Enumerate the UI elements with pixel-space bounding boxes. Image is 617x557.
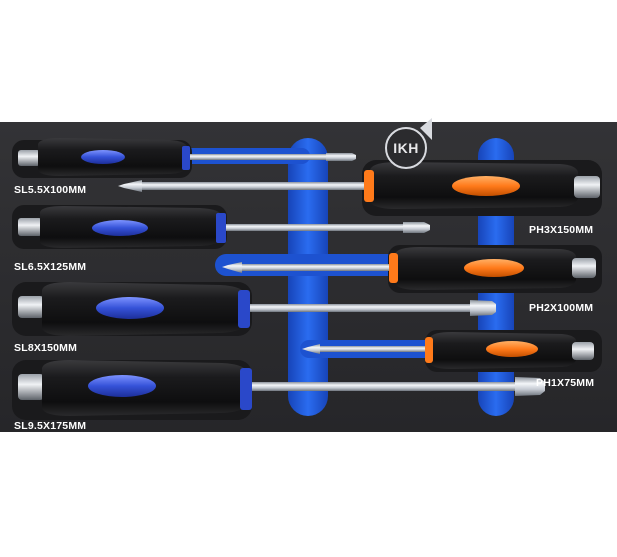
label-sl5-5x100: SL5.5X100MM: [14, 184, 87, 196]
brand-logo: [385, 118, 432, 169]
screwdriver-sl6-5x125: [18, 206, 430, 248]
screwdriver-sl5-5x100: [18, 138, 356, 176]
label-sl9-5x175: SL9.5X175MM: [14, 420, 87, 432]
screwdriver-ph3x150: [118, 162, 600, 209]
label-sl6-5x125: SL6.5X125MM: [14, 261, 87, 273]
screwdriver-ph2x100: [222, 247, 596, 290]
label-ph1x75: PH1X75MM: [536, 377, 595, 389]
screwdriver-sl8x150: [18, 282, 496, 336]
brand-logo-text: IKH: [393, 140, 419, 156]
screwdriver-ph1x75: [302, 332, 594, 369]
label-ph2x100: PH2X100MM: [529, 302, 594, 314]
screwdriver-sl9-5x175: [18, 360, 545, 416]
label-sl8x150: SL8X150MM: [14, 342, 78, 354]
label-ph3x150: PH3X150MM: [529, 224, 594, 236]
blue-channel-center: [288, 138, 328, 416]
